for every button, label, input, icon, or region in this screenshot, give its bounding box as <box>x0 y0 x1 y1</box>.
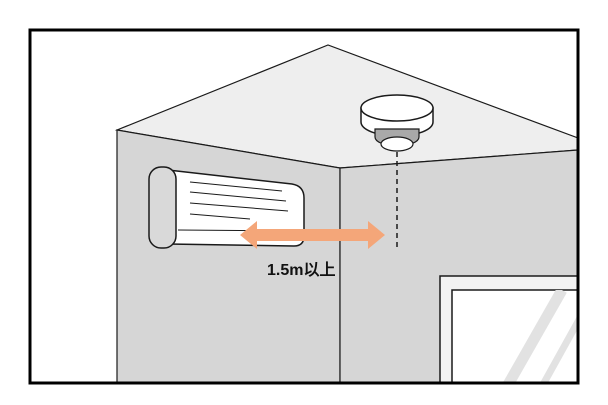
ac-vent-line <box>189 181 283 192</box>
distance-label: 1.5m以上 <box>267 261 335 279</box>
smoke-detector-icon <box>360 94 434 152</box>
distance-arrow <box>240 221 385 249</box>
ac-vent-line <box>189 191 287 202</box>
glass-reflection-line <box>500 290 567 383</box>
detector-sensor-cap <box>380 136 414 152</box>
diagram-border <box>28 28 580 385</box>
detector-top <box>360 94 434 122</box>
ac-vent-line <box>189 213 251 220</box>
glass-reflection-line <box>536 298 578 383</box>
ac-side-panel <box>148 166 177 249</box>
window <box>439 275 578 383</box>
air-conditioner-icon <box>148 166 305 249</box>
ac-vent-line <box>189 202 289 212</box>
